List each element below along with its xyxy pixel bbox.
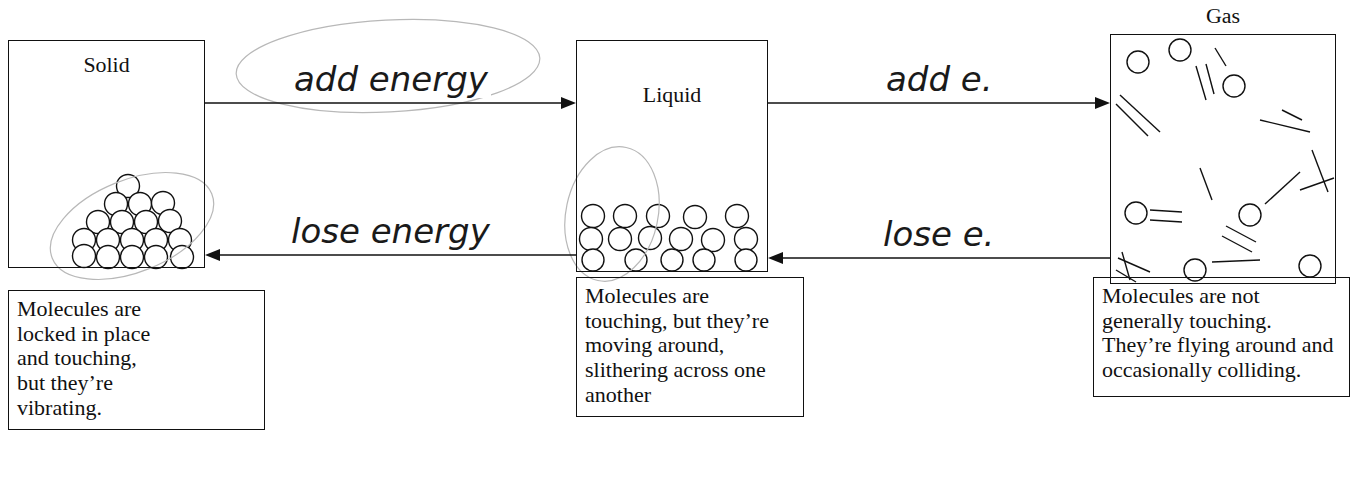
state-change-arrow [205,97,576,109]
arrow-label: add energy [291,61,491,98]
arrow-head [1095,97,1110,109]
arrow-line [768,102,1098,104]
solid-box: Solid [8,40,205,268]
arrow-label: lose energy [288,213,493,250]
gas-particles [1125,39,1321,281]
state-description: Molecules are touching, but they’re movi… [577,278,799,413]
arrow-head [768,252,783,264]
arrow-line [217,254,576,256]
state-heading: Solid [9,53,204,77]
state-description: Molecules are not generally touching. Th… [1094,278,1346,389]
state-change-arrow [768,97,1110,109]
arrow-head [205,249,220,261]
solid-particles [73,175,194,269]
solid-description: Molecules are locked in place and touchi… [8,290,265,430]
arrow-line [780,257,1110,259]
liquid-particles [580,205,758,272]
arrow-label: add e. [883,61,996,98]
gas-description: Molecules are not generally touching. Th… [1093,277,1350,397]
state-change-arrow [205,249,576,261]
gas-box: Gas [1110,34,1336,284]
arrow-line [205,102,564,104]
arrow-head [561,97,576,109]
motion-lines [1116,48,1334,282]
state-heading: Gas [1111,4,1335,28]
arrow-label: lose e. [880,216,997,253]
liquid-box: Liquid [576,40,768,272]
liquid-description: Molecules are touching, but they’re movi… [576,277,804,417]
state-change-arrow [768,252,1110,264]
state-heading: Liquid [577,83,767,107]
state-description: Molecules are locked in place and touchi… [9,291,175,426]
